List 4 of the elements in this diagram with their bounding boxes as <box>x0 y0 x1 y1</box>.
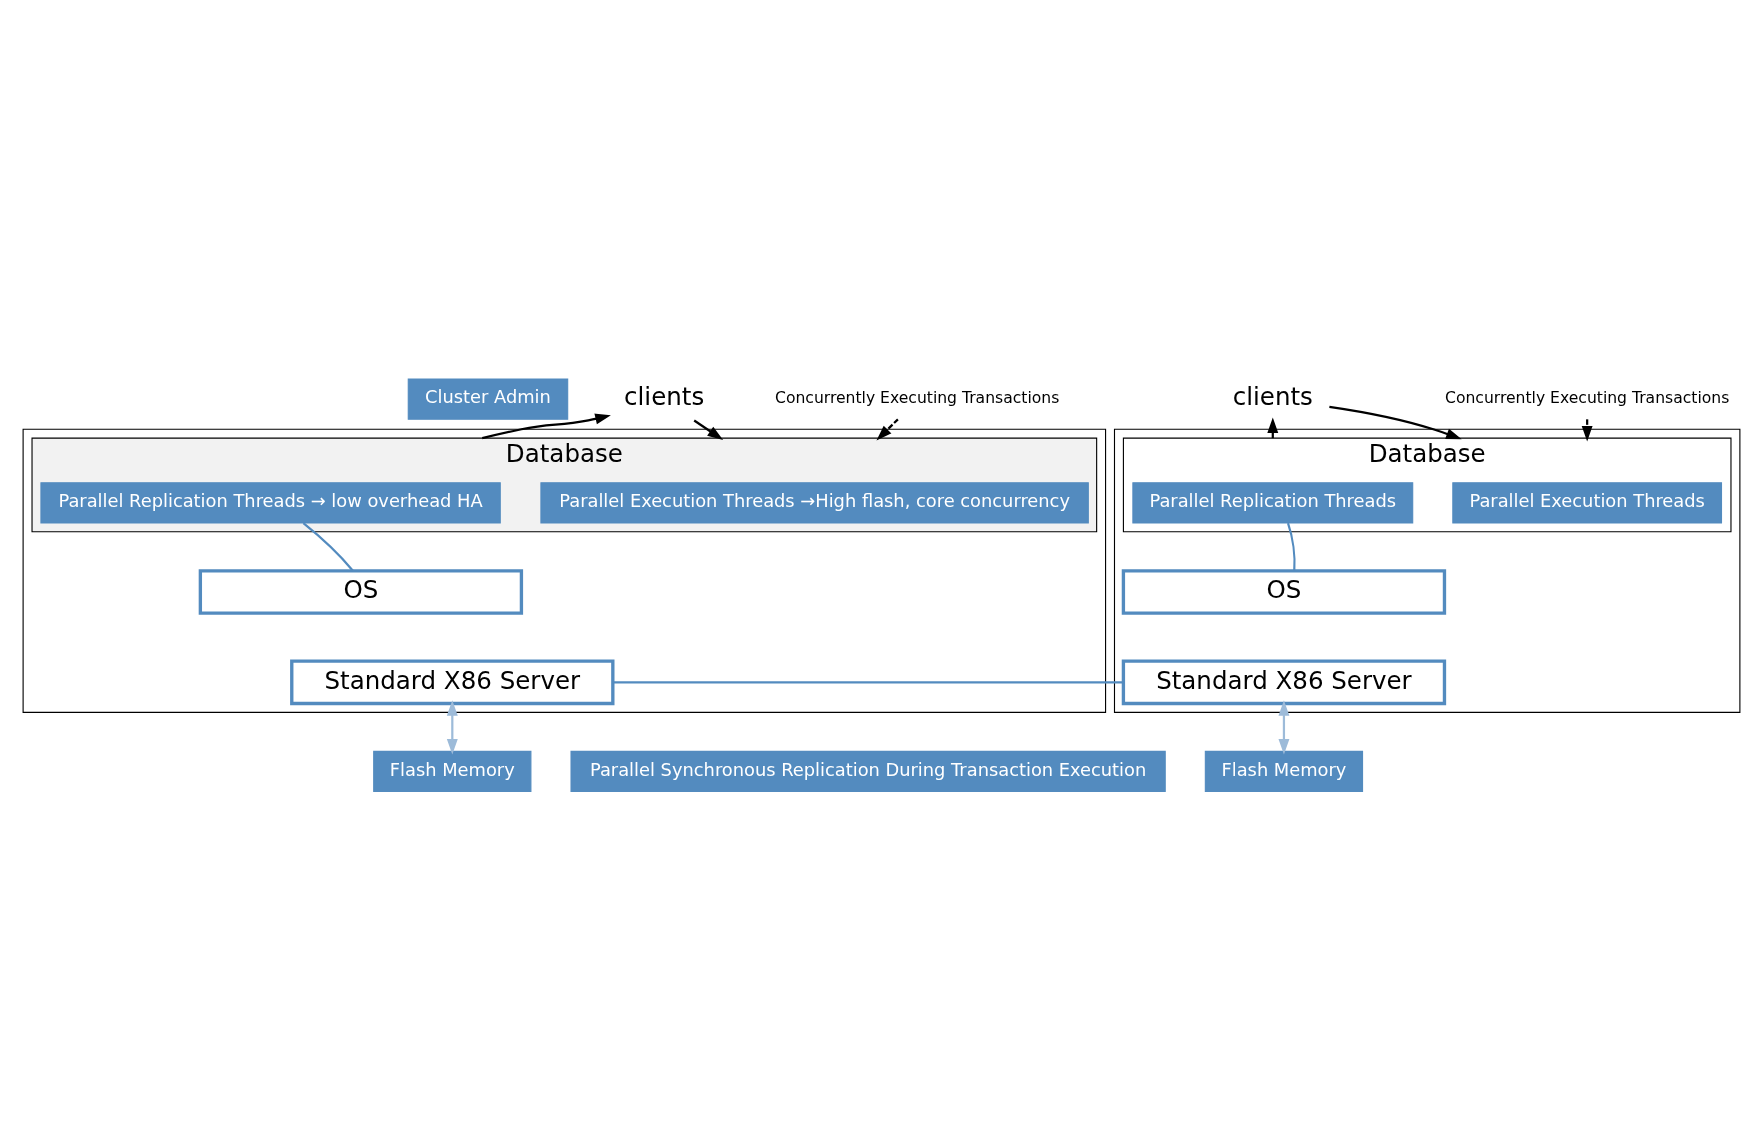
node-text: clients <box>1232 382 1313 412</box>
node-text: Concurrently Executing Transactions <box>1445 389 1730 408</box>
node-text: Concurrently Executing Transactions <box>775 389 1060 408</box>
node-text: clients <box>624 382 705 412</box>
